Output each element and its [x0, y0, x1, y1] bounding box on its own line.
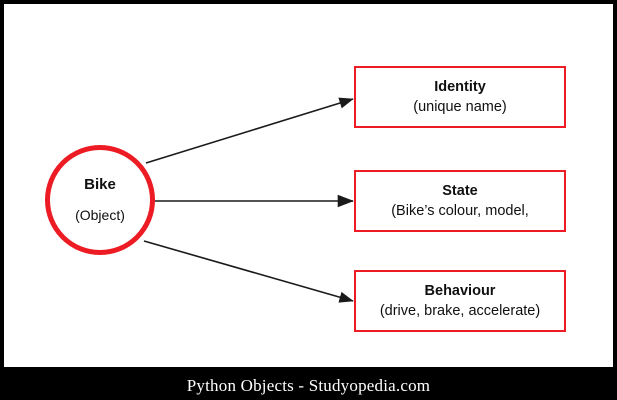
attribute-box-identity: Identity (unique name) — [354, 66, 566, 128]
attribute-box-behaviour: Behaviour (drive, brake, accelerate) — [354, 270, 566, 332]
caption-bar: Python Objects - Studyopedia.com — [4, 367, 613, 400]
object-node-bike: Bike (Object) — [45, 145, 155, 255]
attribute-box-state: State (Bike’s colour, model, — [354, 170, 566, 232]
attribute-box-title: Identity — [434, 78, 486, 95]
attribute-box-sublabel: (unique name) — [413, 98, 507, 115]
caption-text: Python Objects - Studyopedia.com — [186, 375, 431, 395]
attribute-box-title: Behaviour — [424, 282, 496, 299]
attribute-box-sublabel: (drive, brake, accelerate) — [379, 302, 541, 319]
object-node-sublabel: (Object) — [75, 206, 125, 223]
object-node-title: Bike — [84, 176, 116, 194]
arrow-to-identity — [145, 97, 354, 164]
arrow-to-behaviour — [143, 240, 354, 303]
attribute-box-sublabel: (Bike’s colour, model, — [391, 202, 529, 219]
attribute-box-title: State — [442, 182, 478, 199]
diagram-canvas: Bike (Object) Identity (unique name) Sta… — [4, 4, 613, 367]
